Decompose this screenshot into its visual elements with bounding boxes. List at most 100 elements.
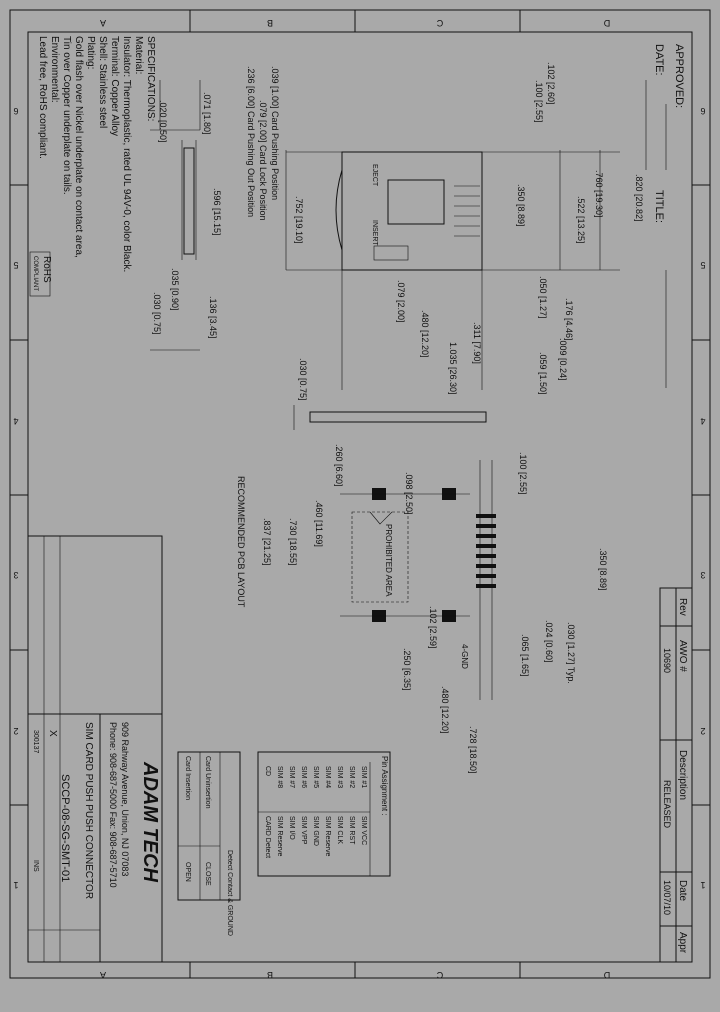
zone-left-6: 6: [13, 106, 18, 116]
top-dim-11: .079 [2.00]: [396, 280, 406, 323]
top-dim-8: .522 [13.25]: [576, 196, 586, 244]
pcb-dim-1: .260 [6.60]: [334, 444, 344, 487]
top-dim-5: .102 [2.60]: [546, 62, 556, 105]
zone-left-3: 3: [13, 570, 18, 580]
rev-row-date: 10/07/10: [662, 880, 672, 915]
zone-bottom-4: A: [100, 970, 106, 980]
top-dim-16: .009 [0.24]: [558, 338, 568, 381]
pcb-dim-2: .098 [2.50]: [404, 472, 414, 515]
side-view: .020 [0.50] .071 [1.80] .596 [15.15] .13…: [150, 80, 222, 351]
side-dim-5: .035 [0.90]: [170, 268, 180, 311]
side-dim-2: .071 [1.80]: [202, 92, 212, 135]
zone-bottom-2: C: [436, 970, 443, 980]
pin-number: SIM #3: [336, 766, 343, 788]
date-label: DATE:: [653, 44, 665, 76]
pcb-dim-9: .024 [0.60]: [544, 620, 554, 663]
units-label: INS: [32, 860, 39, 872]
top-dim-10: .820 [20.82]: [634, 174, 644, 222]
pcb-dim-5: .837 [21.25]: [262, 518, 272, 566]
drawing-title: SIM CARD PUSH PUSH CONNECTOR: [83, 722, 94, 899]
rev-header: Rev: [677, 598, 688, 616]
pin-signal: SIM VCC: [360, 816, 367, 845]
top-dim-15: .311 [7.90]: [472, 322, 482, 364]
spec-line-7: Tin over Copper underplate on tails.: [61, 36, 72, 195]
pcb-dim-4: .730 [18.55]: [288, 518, 298, 566]
pcb-dim-3: .460 [11.69]: [314, 500, 324, 547]
top-dim-3: .236 [6.00] Card Pushing Out Position: [246, 66, 256, 217]
sheet-marker: X: [47, 730, 58, 737]
zone-right-2: 2: [700, 726, 705, 736]
top-dim-12: .050 [1.27]: [538, 276, 548, 319]
revision-table: Rev AWO # Description Date Appr 10690 RE…: [659, 587, 693, 963]
spec-line-6: Gold flash over Nickel underplate on con…: [73, 36, 84, 258]
spec-line-1: Material:: [133, 36, 144, 74]
rohs-badge-text: RoHS: [41, 256, 52, 283]
pcb-caption: RECOMMENDED PCB LAYOUT: [236, 476, 246, 608]
top-dim-6: .100 [2.55]: [534, 80, 544, 123]
rohs-badge-sub: COMPLIANT: [32, 256, 38, 291]
pin-signal: SIM RST: [348, 816, 355, 845]
detect-table: Detect Contact & GROUND Card Uninsertion…: [177, 751, 241, 936]
rev-row-description: RELEASED: [662, 780, 672, 829]
zone-right-5: 5: [700, 260, 705, 270]
top-dim-14: .480 [12.20]: [420, 310, 430, 358]
zone-top-3: B: [267, 18, 273, 28]
spec-line-5: Plating:: [85, 36, 96, 69]
top-dim-17: .059 [1.50]: [538, 352, 548, 395]
spec-line-4: Shell: Stainless steel: [97, 36, 108, 128]
drawing-number: 300137: [32, 730, 39, 753]
inner-border: [27, 31, 693, 963]
title-label: TITLE:: [653, 190, 665, 223]
pin-number: SIM #4: [324, 766, 331, 788]
top-dim-4: .752 [19.10]: [294, 196, 304, 244]
detect-row-2-value: OPEN: [184, 862, 191, 882]
side-view-body: [183, 147, 195, 255]
top-dim-1: .039 [1.00] Card Pushing Position: [270, 66, 280, 200]
pcb-dim-7: .350 [8.89]: [598, 548, 608, 591]
appr-header: Appr: [677, 932, 688, 954]
zone-left-5: 5: [13, 260, 18, 270]
company-name: ADAM TECH: [139, 761, 161, 883]
pcb-dim-6: .100 [2.55]: [518, 452, 528, 495]
top-dim-13: .176 [4.46]: [564, 298, 574, 341]
rev-row-awo: 10690: [662, 648, 672, 673]
date-header: Date: [677, 880, 688, 902]
zone-left-2: 2: [13, 726, 18, 736]
pcb-dim-14: .728 [18.50]: [468, 726, 478, 774]
pin-number: SIM #2: [348, 766, 355, 788]
pin-signal: SIM Reserve: [276, 816, 283, 857]
title-block: ADAM TECH 909 Rahway Avenue, Union, NJ 0…: [27, 535, 163, 963]
zone-left-1: 1: [13, 880, 18, 890]
pin-signal: SIM Reserve: [324, 816, 331, 857]
awo-header: AWO #: [677, 640, 688, 672]
side-dim-1: .020 [0.50]: [158, 100, 168, 143]
pin-number: CD: [264, 766, 271, 776]
zone-left-4: 4: [13, 416, 18, 426]
pin-signal: SIM CLK: [336, 816, 343, 844]
pin-number: SIM #1: [360, 766, 367, 788]
spec-line-2: Insulator: Thermoplastic, rated UL 94V-0…: [121, 36, 132, 272]
detect-row-1-label: Card Uninsertion: [204, 756, 211, 809]
specifications: SPECIFICATIONS: Material: Insulator: The…: [29, 36, 156, 297]
pcb-dim-13: .480 [12.20]: [440, 686, 450, 734]
company-phone: Phone: 908-687-5000 Fax: 908-687-5710: [108, 722, 118, 888]
front-dim-1: .030 [0.75]: [298, 358, 308, 401]
zone-right-3: 3: [700, 570, 705, 580]
pin-number: SIM #7: [288, 766, 295, 788]
front-view: .030 [0.75]: [293, 358, 487, 430]
pcb-dim-10: .065 [1.65]: [520, 634, 530, 677]
pcb-layout: PROHIBITED AREA RECOMMENDED PCB LAYOUT 4…: [236, 444, 608, 774]
spec-line-8: Environmental:: [49, 36, 60, 103]
rohs-badge: [29, 251, 51, 297]
detect-header: Detect Contact & GROUND: [226, 850, 233, 936]
zone-right-4: 4: [700, 416, 705, 426]
pin-signal: SIM I/O: [288, 816, 295, 840]
detect-row-1-value: CLOSE: [204, 862, 211, 886]
zone-right-6: 6: [700, 106, 705, 116]
insert-label: INSERT: [371, 220, 378, 246]
part-number: SCCP-08-SG-SMT-01: [59, 774, 71, 882]
pcb-dim-8: .030 [1.27] Typ.: [566, 622, 576, 684]
side-dim-3: .596 [15.15]: [212, 188, 222, 236]
outer-border: [9, 9, 711, 979]
